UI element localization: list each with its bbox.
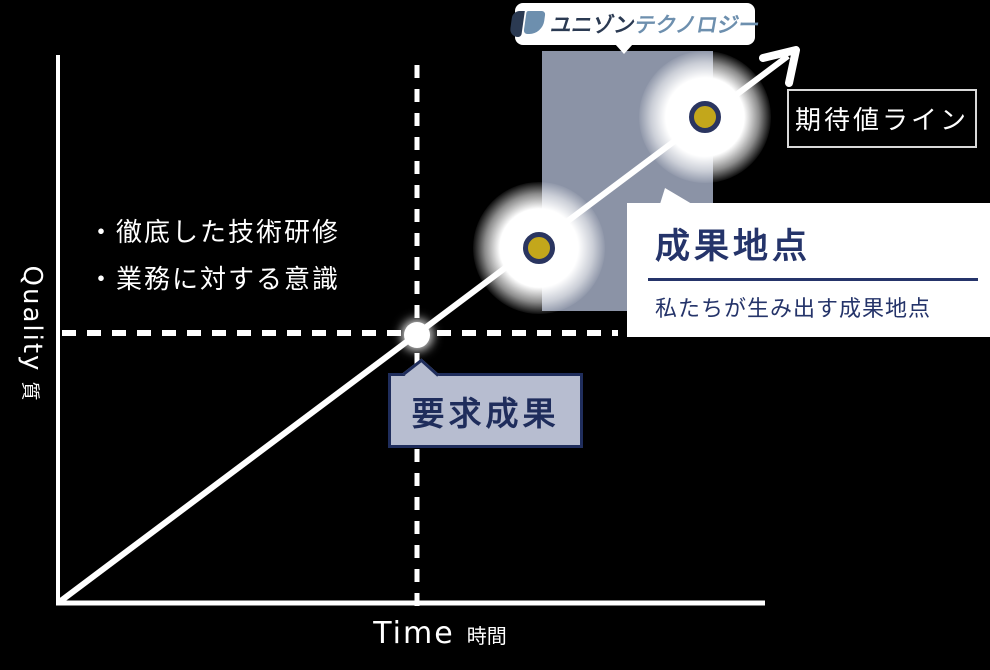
required-result-bubble: 要求成果 xyxy=(388,373,583,448)
unison-logo-icon xyxy=(508,11,546,37)
x-axis-label-ja: 時間 xyxy=(466,624,507,648)
result-point-card: 成果地点 私たちが生み出す成果地点 xyxy=(627,188,990,337)
logo-bubble: ユニゾンテクノロジー xyxy=(508,3,761,54)
logo-text: ユニゾンテクノロジー xyxy=(548,9,762,39)
training-notes: ・徹底した技術研修 ・業務に対する意識 xyxy=(88,210,340,304)
expectation-line-label: 期待値ライン xyxy=(794,106,969,136)
required-result-dot xyxy=(404,322,430,348)
result-point-dot xyxy=(523,232,555,264)
result-point-title: 成果地点 xyxy=(655,227,812,267)
result-point-subtitle: 私たちが生み出す成果地点 xyxy=(655,297,932,322)
expectation-line-label-box: 期待値ライン xyxy=(787,89,977,148)
result-point-divider xyxy=(648,278,978,281)
logo-brand-second: テクノロジー xyxy=(632,13,762,37)
note-line-2: ・業務に対する意識 xyxy=(88,265,341,295)
arrowhead-icon xyxy=(759,46,800,87)
x-axis-label: Time 時間 xyxy=(330,616,550,651)
note-line-1: ・徹底した技術研修 xyxy=(88,218,341,248)
expectation-point-dot xyxy=(689,101,721,133)
required-result-label: 要求成果 xyxy=(411,393,560,433)
logo-brand-first: ユニゾン xyxy=(548,13,637,37)
x-axis-label-en: Time xyxy=(373,616,455,651)
